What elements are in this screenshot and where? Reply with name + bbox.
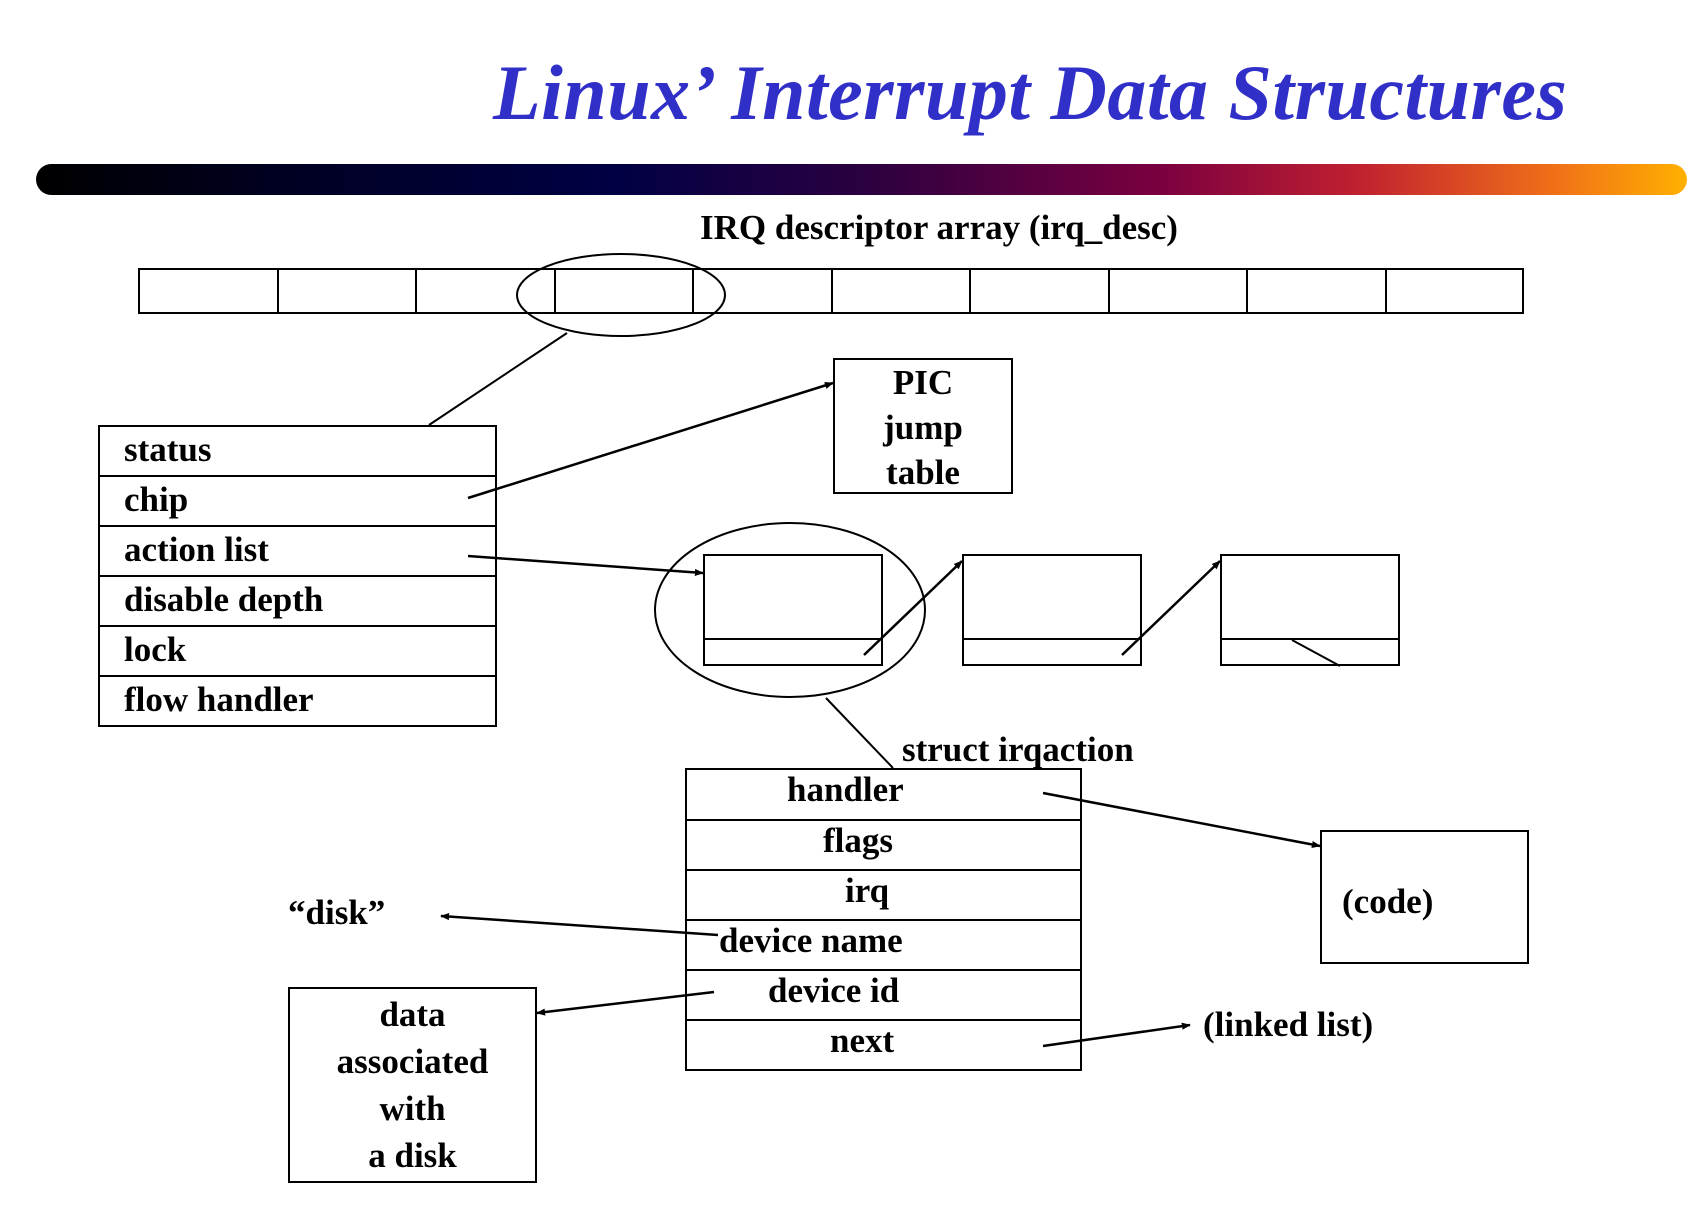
irq-desc-struct: status chip action list disable depth lo… [98,425,497,727]
data-line: associated [336,1042,489,1081]
field-device-id: device id [687,971,1080,1021]
chip-arrow [467,381,834,500]
array-cell [833,270,971,312]
array-cell [279,270,417,312]
array-cell [694,270,833,312]
field-device-name: device name [687,921,1080,971]
field-irq: irq [687,871,1080,921]
array-cell [971,270,1110,312]
field-disable-depth: disable depth [100,577,495,627]
irq-descriptor-array [138,268,1524,314]
handler-arrow [1042,791,1321,849]
data-line: with [379,1089,446,1128]
field-chip: chip [100,477,495,527]
array-cell [140,270,279,312]
pic-line: jump [883,408,963,447]
field-lock: lock [100,627,495,677]
array-cell [1110,270,1248,312]
null-pointer-line [1291,639,1341,667]
array-cell-highlighted [556,270,694,312]
title-gradient-bar [36,164,1687,195]
array-cell [417,270,556,312]
field-handler: handler [687,770,1080,821]
array-cell [1248,270,1387,312]
array-to-desc-line [428,332,568,426]
node-link-arrow [1121,560,1221,656]
action-node [703,554,883,666]
data-line: data [379,995,446,1034]
field-next: next [830,1021,895,1060]
irqaction-label: struct irqaction [902,730,1134,769]
device-id-arrow [536,990,715,1016]
array-highlight-ellipse [516,253,726,337]
node-to-irqaction-line [825,697,894,769]
data-line: a disk [368,1136,457,1175]
field-status: status [100,427,495,477]
pic-jump-table-box: PIC jump table [833,358,1013,494]
disk-data-box: data associated with a disk [288,987,537,1183]
field-action-list: action list [100,527,495,577]
action-node [962,554,1142,666]
code-label: (code) [1342,882,1434,921]
action-node-last [1220,554,1400,666]
irq-array-label: IRQ descriptor array (irq_desc) [700,208,1178,247]
action-list-arrow [467,554,704,577]
field-flags: flags [687,821,1080,871]
pic-line: table [886,453,960,492]
field-flow-handler: flow handler [124,680,314,719]
slide-title: Linux’ Interrupt Data Structures [493,49,1568,136]
device-name-arrow [440,912,719,937]
code-box: (code) [1320,830,1529,964]
node-link-arrow [863,560,963,656]
irqaction-struct: handler flags irq device name device id … [685,768,1082,1071]
pic-line: PIC [892,363,954,402]
action-node-ellipse [654,522,926,698]
next-arrow [1042,1022,1191,1048]
disk-label: “disk” [288,893,386,932]
linked-list-label: (linked list) [1203,1005,1374,1044]
